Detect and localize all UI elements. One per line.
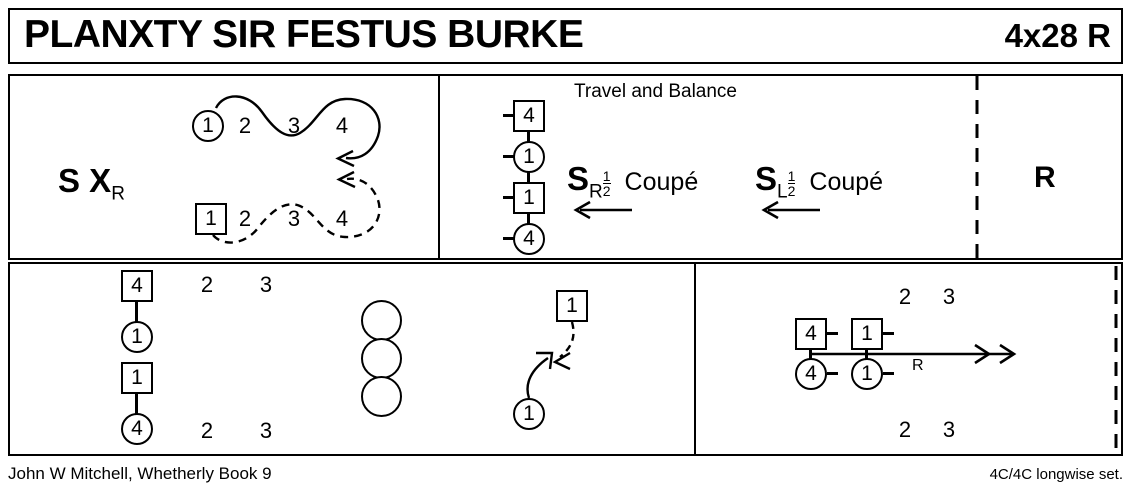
bar3-token-square-4: 4 [121,270,153,302]
bar3-top-number-3: 3 [259,272,273,297]
bar3-empty-circle-1 [361,300,402,341]
bar2-token-circle-4: 4 [513,223,545,255]
bar1-top-number-3: 3 [287,113,301,138]
bar3-top-number-2: 2 [200,272,214,297]
bar2-move-1-sub: R [589,181,603,203]
bar4-top-number-3: 3 [942,284,956,309]
bar4-bottom-number-3: 3 [942,417,956,442]
bar3-empty-circle-3 [361,376,402,417]
bar2-token-square-4: 4 [513,100,545,132]
bar1-bottom-number-2: 2 [238,206,252,231]
footer-credit: John W Mitchell, Whetherly Book 9 [8,464,272,483]
bar1-formula-main: S X [58,162,112,199]
bar1-token-circle-1: 1 [192,110,224,142]
bar4-dashed-divider [1114,266,1118,452]
bar4-arrow-label: R [912,357,924,374]
bar3-bottom-number-2: 2 [200,418,214,443]
bar2-move-1-text: Coupé [624,168,699,196]
bar4-travel-arrow [809,343,1017,365]
header-frame [8,8,1123,64]
bar2-move-2-text: Coupé [809,168,884,196]
bar1-reel-path-dashed [212,170,381,244]
bar1-formula-sub: R [111,183,125,205]
bar3-token-circle-1: 1 [121,321,153,353]
bar1-bottom-number-4: 4 [335,206,349,231]
bar3-pair-circle-1: 1 [513,398,545,430]
row1-divider-1 [438,74,440,260]
bar3-pair-square-1: 1 [556,290,588,322]
bar4-token-square-1: 1 [851,318,883,350]
bar2-tick-0 [503,114,514,117]
bar2-link-1 [527,171,530,184]
bar4-token-circle-4: 4 [795,358,827,390]
bar1-token-square-1: 1 [195,203,227,235]
bar3-link-1 [135,392,138,414]
bar3-token-circle-4: 4 [121,413,153,445]
bar2-caption: Travel and Balance [574,81,738,102]
bar4-tick-sq1 [883,332,894,335]
bar1-top-number-4: 4 [335,113,349,138]
bar4-top-number-2: 2 [898,284,912,309]
bar3-link-0 [135,300,138,322]
bar2-move-1-frac-num: 1 [602,168,611,185]
bar2-link-0 [527,130,530,143]
bar2-move-2-frac-den: 2 [787,183,796,200]
bar2-tail-label: R [1034,161,1056,194]
bar2-move-1-main: S [567,160,590,197]
diagram-row-2 [8,262,1123,456]
bar3-bottom-number-3: 3 [259,418,273,443]
bar4-tick-c1 [883,372,894,375]
bar2-dashed-divider [975,76,979,258]
footer-set-type: 4C/4C longwise set. [989,466,1123,483]
bar2-move-1-arrow [573,200,632,220]
bar4-bottom-number-2: 2 [898,417,912,442]
bar3-token-square-1: 1 [121,362,153,394]
bar2-move-2-arrow [761,200,820,220]
diagram-row-1 [8,74,1123,260]
bar2-token-square-1: 1 [513,182,545,214]
bar2-tick-1 [503,155,514,158]
bar3-dashed-arrow [552,321,575,371]
bar4-tick-sq4 [827,332,838,335]
row2-divider-1 [694,262,696,456]
dance-meta: 4x28 R [1004,17,1111,54]
bar2-move-2-frac-num: 1 [787,168,796,185]
bar2-move-1-frac-den: 2 [602,183,611,200]
bar4-token-circle-1: 1 [851,358,883,390]
bar1-formula: S XR [58,164,125,212]
bar2-move-2-sub: L [777,181,788,203]
bar2-tick-3 [503,237,514,240]
bar2-token-circle-1: 1 [513,141,545,173]
bar4-tick-c4 [827,372,838,375]
bar3-solid-arrow [526,351,554,399]
bar1-reel-path-solid [214,95,381,168]
bar2-link-2 [527,212,530,225]
page-title: PLANXTY SIR FESTUS BURKE [24,13,584,56]
bar1-bottom-number-3: 3 [287,206,301,231]
bar2-tick-2 [503,196,514,199]
bar2-move-2-main: S [755,160,778,197]
bar3-empty-circle-2 [361,338,402,379]
bar1-top-number-2: 2 [238,113,252,138]
